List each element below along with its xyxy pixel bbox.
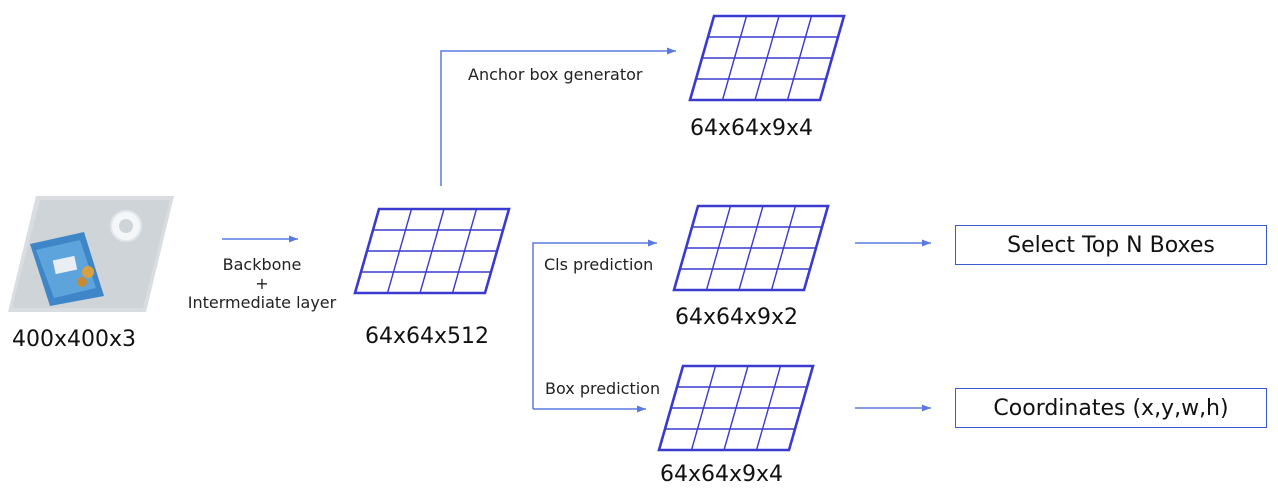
box-grid	[657, 364, 815, 452]
backbone-label-line1: Backbone	[222, 255, 302, 274]
grid-border	[688, 14, 846, 102]
grid-column-line	[755, 365, 782, 451]
box-dims: 64x64x9x4	[660, 462, 784, 487]
cls-label: Cls prediction	[544, 255, 654, 274]
input-dims: 400x400x3	[12, 327, 137, 352]
grid-column-line	[451, 208, 478, 294]
feature-map-dims: 64x64x512	[365, 324, 490, 349]
coordinates-box: Coordinates (x,y,w,h)	[955, 388, 1267, 428]
grid-border	[657, 364, 815, 452]
box-label: Box prediction	[545, 379, 661, 398]
feature-map-grid	[353, 207, 511, 295]
anchor-branch-arrow	[440, 47, 676, 186]
anchor-label: Anchor box generator	[468, 65, 643, 84]
cls-grid	[672, 204, 830, 292]
grid-border	[353, 207, 511, 295]
grid-border	[672, 204, 830, 292]
anchor-dims: 64x64x9x4	[690, 116, 814, 141]
select-top-n-box: Select Top N Boxes	[955, 225, 1267, 265]
backbone-label-line3: Intermediate layer	[187, 293, 337, 312]
backbone-label-line2: +	[255, 274, 269, 293]
grid-column-line	[770, 205, 797, 291]
input-photo-icon	[8, 196, 174, 312]
backbone-label: Backbone + Intermediate layer	[186, 255, 338, 312]
anchor-grid	[688, 14, 846, 102]
grid-column-line	[786, 15, 813, 101]
cls-branch-arrow	[532, 239, 657, 409]
cls-dims: 64x64x9x2	[675, 305, 799, 330]
